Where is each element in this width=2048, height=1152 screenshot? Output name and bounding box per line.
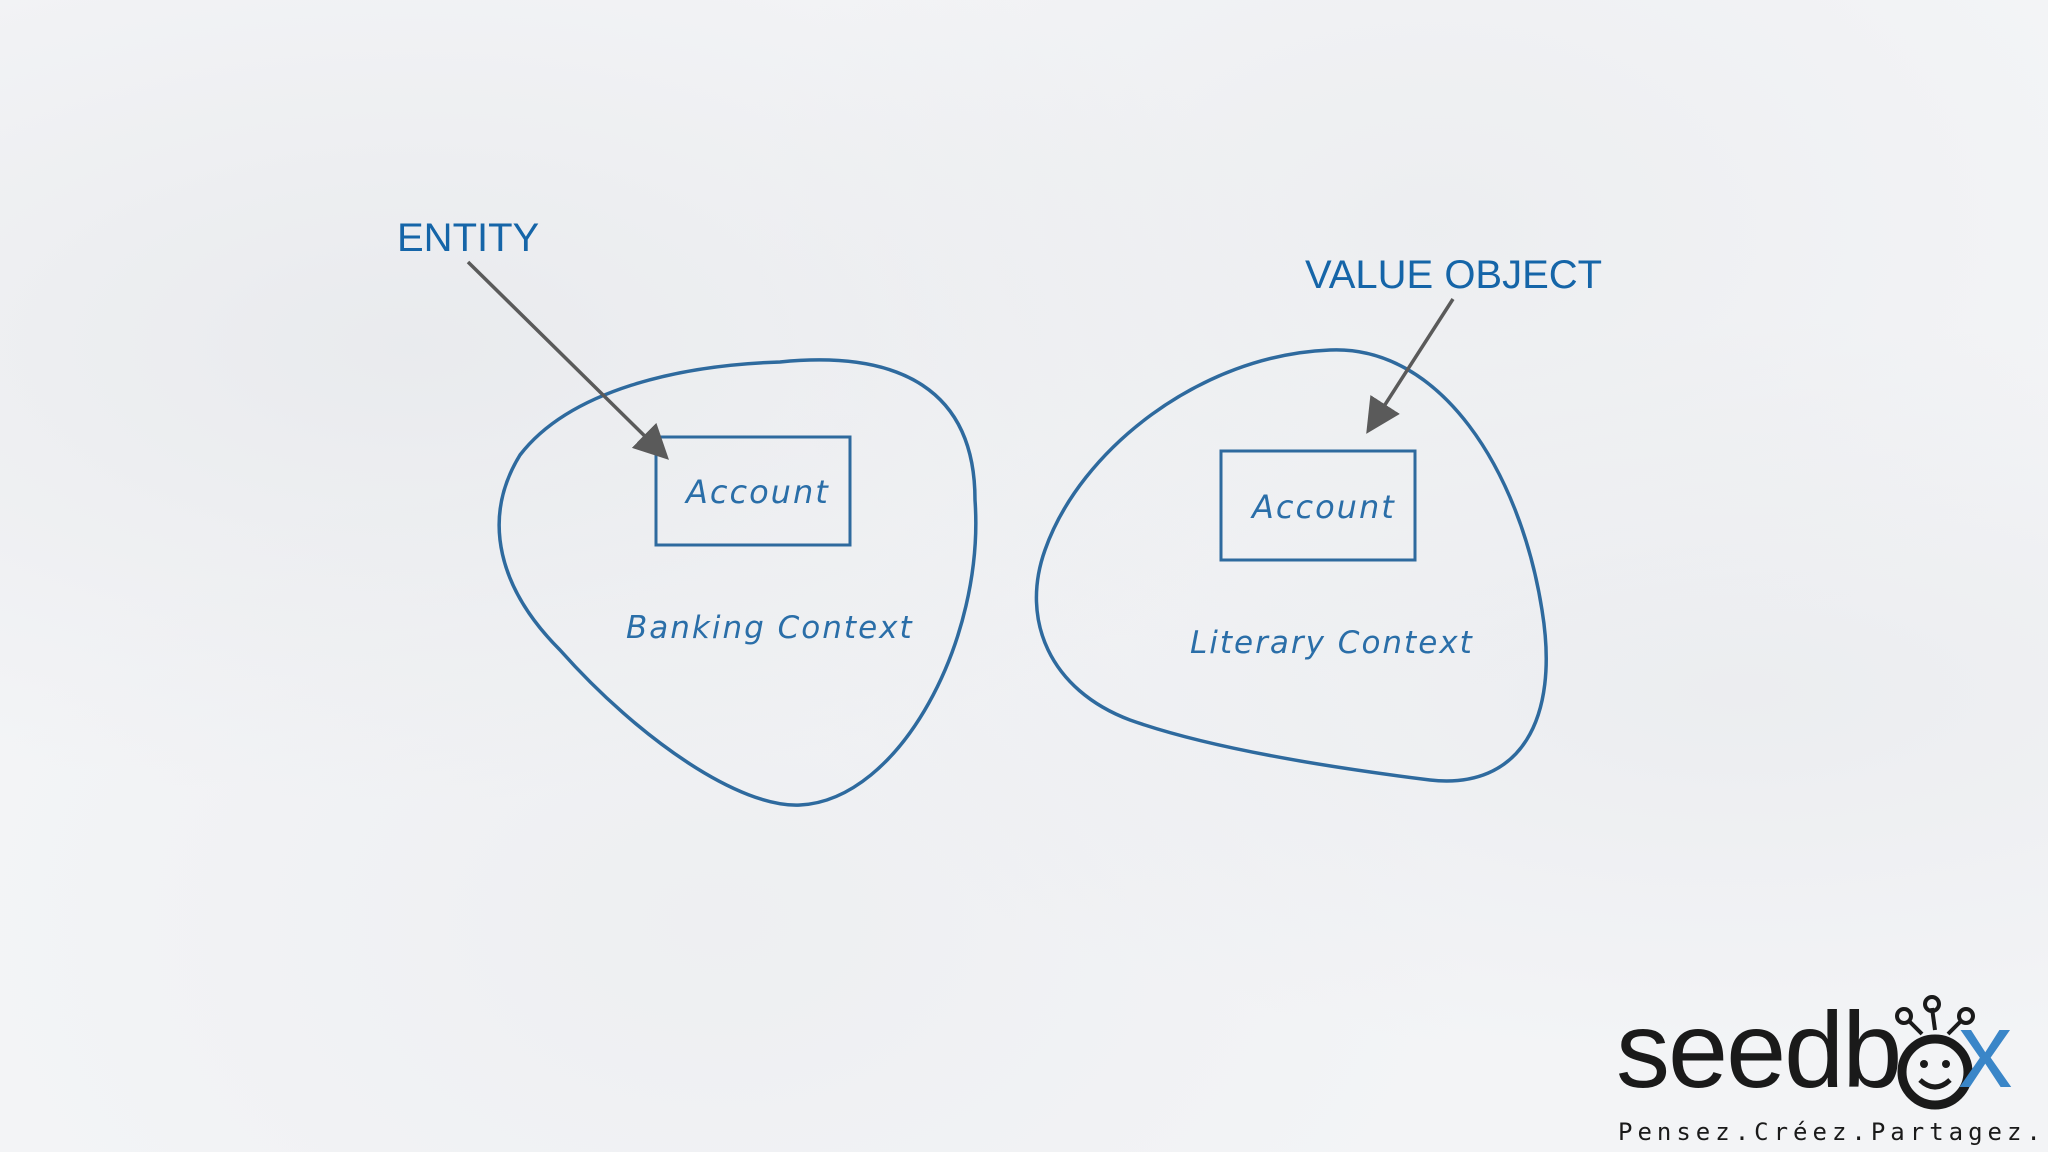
banking-account-label: Account bbox=[686, 473, 830, 511]
literary-context-label: Literary Context bbox=[1190, 625, 1474, 661]
banking-account-box bbox=[654, 435, 852, 547]
entity-label: ENTITY bbox=[397, 216, 540, 260]
logo-word-seedb: seedb bbox=[1616, 989, 1902, 1110]
logo-word-x: x bbox=[1958, 989, 2012, 1110]
literary-account-box bbox=[1219, 449, 1417, 562]
logo-word-o: o bbox=[1900, 989, 1958, 1110]
entity-arrow bbox=[466, 260, 669, 460]
banking-context-label: Banking Context bbox=[626, 610, 914, 646]
literary-account-label: Account bbox=[1252, 488, 1396, 526]
logo-wordmark: seedbox bbox=[1616, 996, 2012, 1104]
logo-tagline: Pensez.Créez.Partagez. bbox=[1618, 1118, 2046, 1146]
banking-context-boundary bbox=[497, 358, 978, 807]
value-object-arrow bbox=[1366, 298, 1455, 434]
literary-context-boundary bbox=[1034, 348, 1548, 783]
seedbox-face-icon bbox=[1895, 995, 1975, 1110]
seedbox-logo: seedbox Pensez.Créez.Partagez. bbox=[1610, 990, 2048, 1152]
value-object-label: VALUE OBJECT bbox=[1305, 253, 1603, 297]
